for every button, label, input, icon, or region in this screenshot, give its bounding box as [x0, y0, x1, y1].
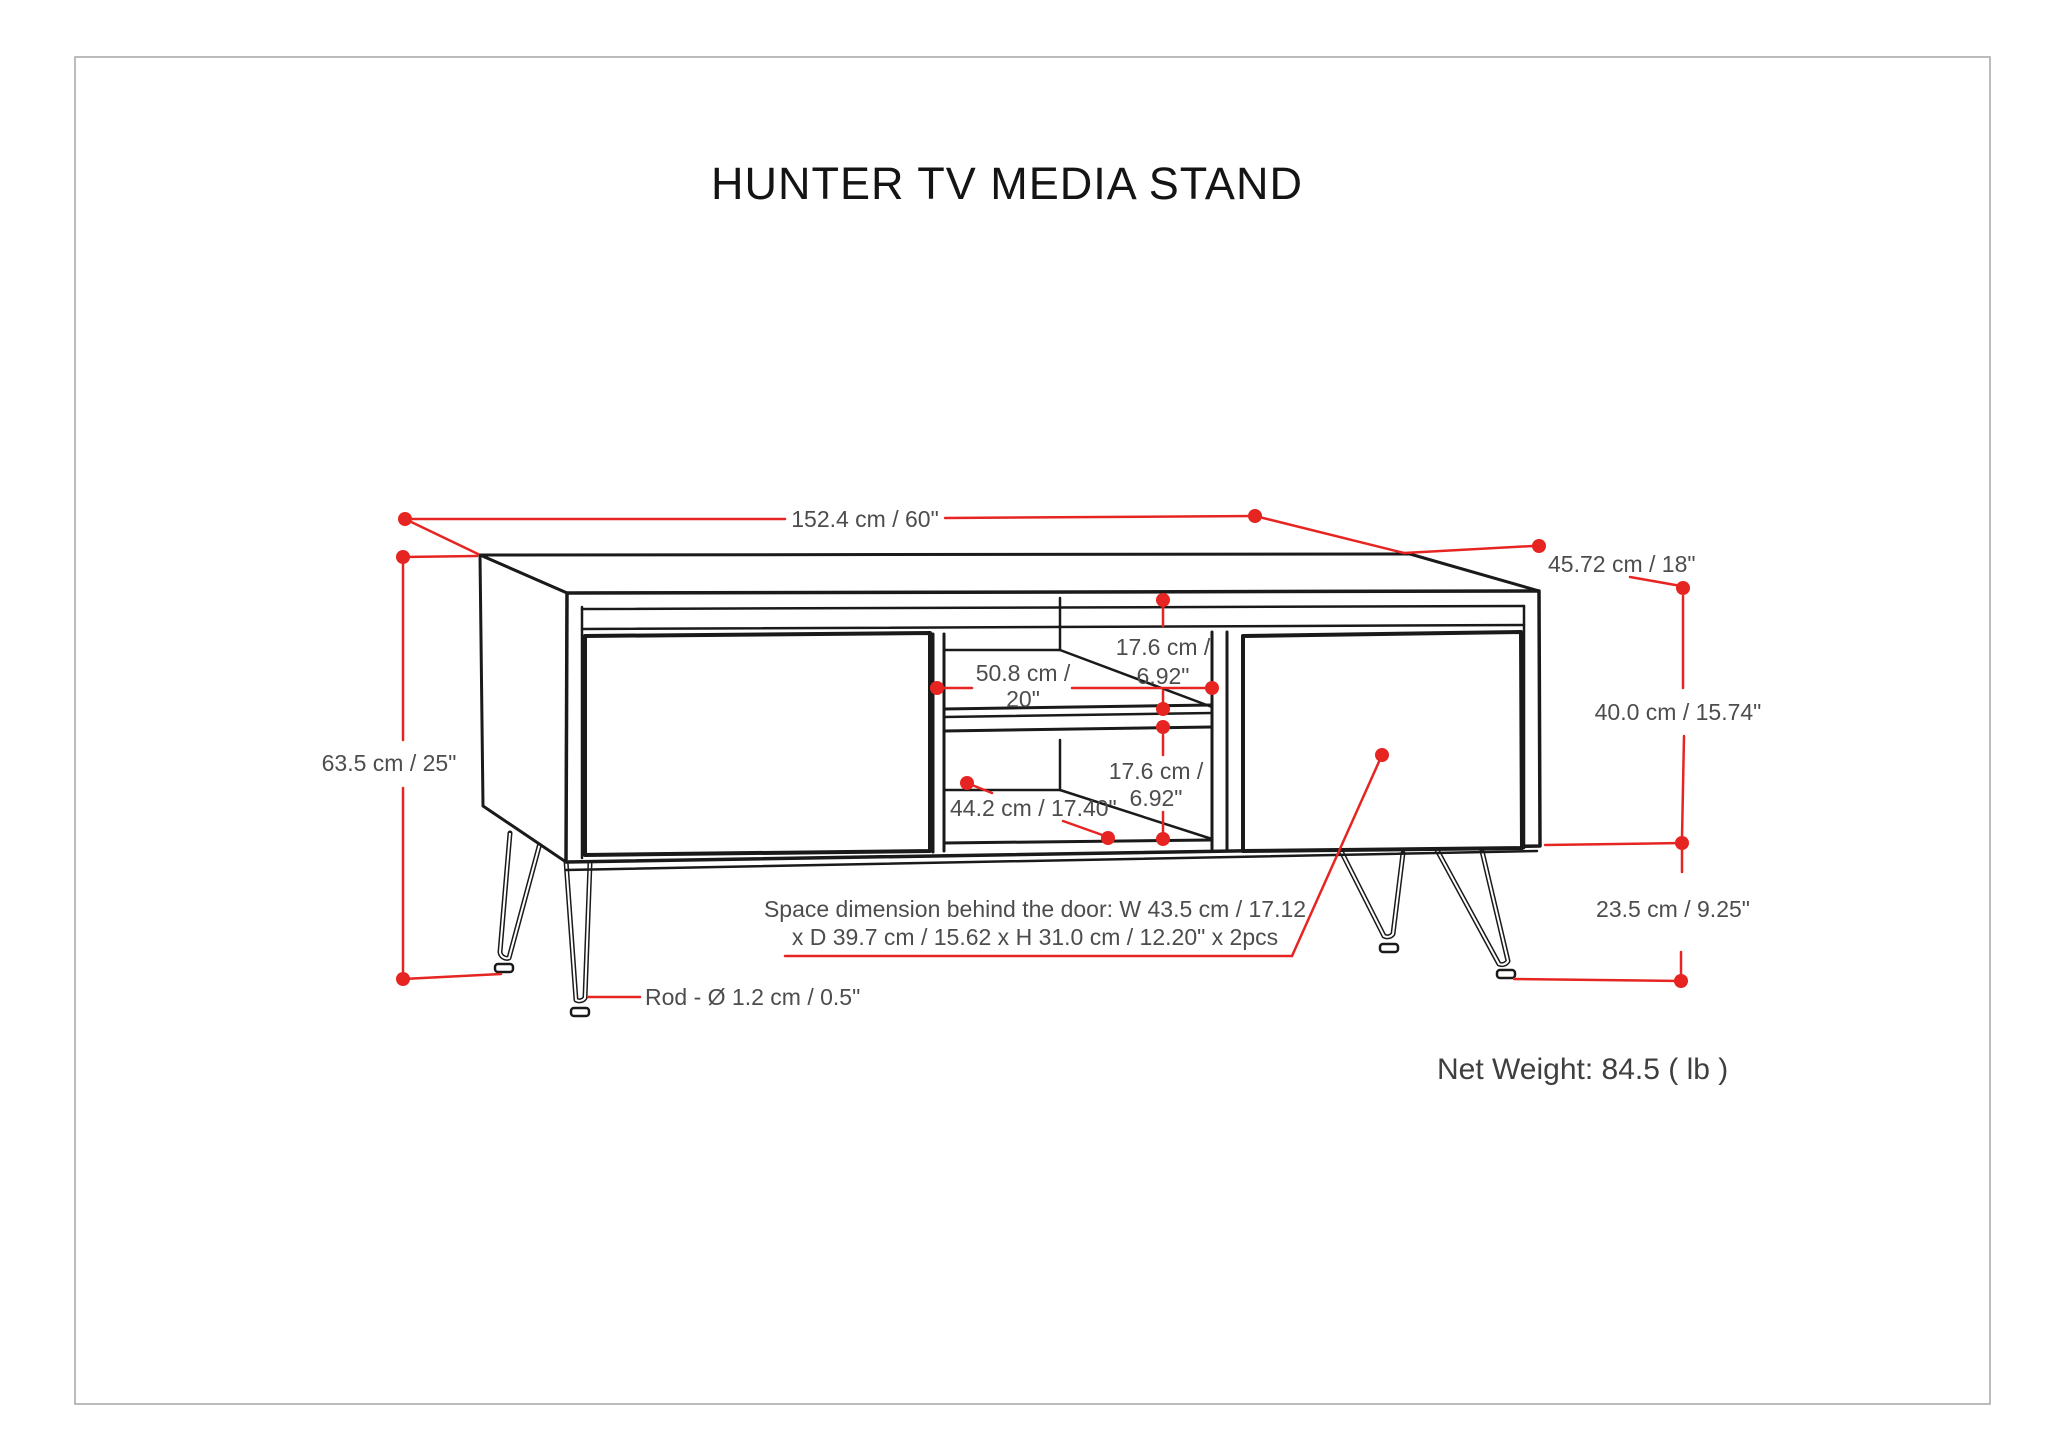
- right-door: [1241, 630, 1524, 853]
- dim-label-overall-width: 152.4 cm / 60": [791, 506, 939, 532]
- net-weight: Net Weight: 84.5 ( lb ): [1437, 1053, 1728, 1086]
- dim-shelf-depth: 44.2 cm / 17.40": [950, 776, 1117, 845]
- dim-label-overall-depth: 45.72 cm / 18": [1548, 551, 1696, 577]
- dim-lower-shelf-gap: 17.6 cm / 6.92": [1109, 733, 1204, 846]
- dim-overall-width: 152.4 cm / 60": [398, 506, 1535, 556]
- leg-foot: [1378, 942, 1400, 954]
- door-space-line1: Space dimension behind the door: W 43.5 …: [764, 896, 1306, 922]
- dim-leg-height: 23.5 cm / 9.25": [1512, 848, 1750, 988]
- dim-label-middle-width-2: 20": [1006, 686, 1040, 712]
- dim-label-cabinet-height: 40.0 cm / 15.74": [1595, 699, 1762, 725]
- dim-label-shelf-depth: 44.2 cm / 17.40": [950, 795, 1117, 821]
- dim-label-overall-height: 63.5 cm / 25": [322, 750, 457, 776]
- dim-label-middle-width-1: 50.8 cm /: [976, 660, 1071, 686]
- dim-label-lower-gap-2: 6.92": [1130, 785, 1183, 811]
- door-space-line2: x D 39.7 cm / 15.62 x H 31.0 cm / 12.20"…: [792, 924, 1278, 950]
- rod-callout: Rod - Ø 1.2 cm / 0.5": [586, 984, 860, 1010]
- dim-middle-width: 50.8 cm / 20": [930, 660, 1219, 712]
- leg-front-left: [563, 858, 593, 1018]
- dim-label-leg-height: 23.5 cm / 9.25": [1596, 896, 1750, 922]
- dim-cabinet-height: 40.0 cm / 15.74": [1543, 594, 1762, 850]
- leg-back-right: [1338, 848, 1406, 954]
- leg-foot: [493, 962, 515, 974]
- leg-front-right: [1434, 847, 1517, 980]
- leg-foot: [569, 1006, 591, 1018]
- page-border: [74, 56, 1991, 1405]
- rod-label: Rod - Ø 1.2 cm / 0.5": [645, 984, 860, 1010]
- left-door: [583, 631, 932, 857]
- bottom-edge-line: [564, 849, 1539, 872]
- leg-back-left: [493, 830, 543, 974]
- door-space-note: Space dimension behind the door: W 43.5 …: [764, 748, 1389, 958]
- dim-overall-height: 63.5 cm / 25": [322, 550, 503, 986]
- page-title: HUNTER TV MEDIA STAND: [711, 158, 1303, 209]
- top-face: [478, 552, 1541, 595]
- front-frame: [580, 604, 1526, 860]
- dim-overall-depth: 45.72 cm / 18": [1532, 539, 1696, 595]
- leg-foot: [1495, 968, 1517, 980]
- dim-label-upper-gap-1: 17.6 cm /: [1116, 634, 1211, 660]
- dim-label-lower-gap-1: 17.6 cm /: [1109, 758, 1204, 784]
- left-side-panel: [478, 553, 569, 864]
- dim-upper-shelf-gap: 17.6 cm / 6.92": [1116, 593, 1211, 734]
- dim-label-upper-gap-2: 6.92": [1137, 663, 1190, 689]
- cabinet: [478, 552, 1542, 1018]
